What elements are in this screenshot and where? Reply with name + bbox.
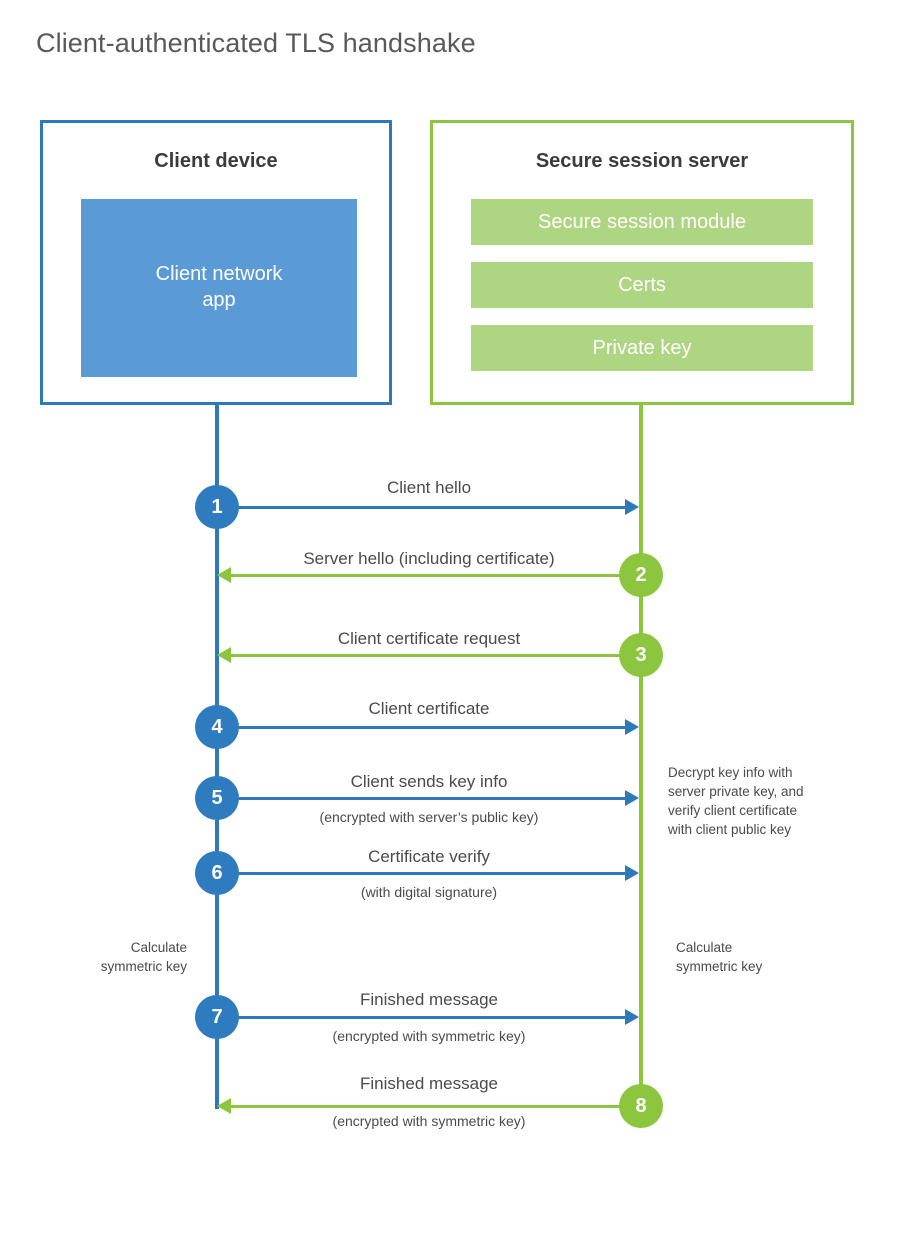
- arrow-head-left-icon: [217, 567, 231, 583]
- message-line-8: [231, 1105, 641, 1108]
- server-component-private-key: Private key: [471, 325, 813, 371]
- message-line-3: [231, 654, 641, 657]
- note-client-calculate-symmetric-key: Calculate symmetric key: [100, 940, 187, 975]
- message-label-6: Certificate verify: [368, 847, 490, 866]
- client-device-box: Client device Client network app: [40, 120, 392, 405]
- message-line-2: [231, 574, 641, 577]
- step-circle-8: 8: [619, 1084, 663, 1128]
- arrow-head-right-icon: [625, 1009, 639, 1025]
- arrow-head-right-icon: [625, 790, 639, 806]
- arrow-head-left-icon: [217, 647, 231, 663]
- message-line-5: [217, 797, 627, 800]
- message-label-1: Client hello: [386, 478, 472, 497]
- step-circle-3: 3: [619, 633, 663, 677]
- arrow-head-right-icon: [625, 499, 639, 515]
- arrow-head-right-icon: [625, 719, 639, 735]
- message-label-2: Server hello (including certificate): [303, 549, 555, 568]
- note-server-calculate-symmetric-key: Calculate symmetric key: [676, 940, 763, 975]
- message-line-7: [217, 1016, 627, 1019]
- step-circle-7: 7: [195, 995, 239, 1039]
- step-circle-4: 4: [195, 705, 239, 749]
- message-label-5: Client sends key info: [350, 772, 508, 791]
- client-device-title: Client device: [154, 150, 278, 172]
- arrow-head-left-icon: [217, 1098, 231, 1114]
- note-server-decrypt: Decrypt key info with server private key…: [668, 765, 804, 838]
- secure-session-server-box: Secure session server Secure session mod…: [430, 120, 854, 405]
- arrow-head-right-icon: [625, 865, 639, 881]
- step-circle-2: 2: [619, 553, 663, 597]
- message-label-3: Client certificate request: [337, 629, 521, 648]
- page-title: Client-authenticated TLS handshake: [36, 28, 476, 58]
- message-sublabel-7: (encrypted with symmetric key): [332, 1028, 526, 1044]
- message-line-6: [217, 872, 627, 875]
- message-label-7: Finished message: [360, 990, 498, 1009]
- message-label-8: Finished message: [360, 1074, 498, 1093]
- server-component-secure-session-module: Secure session module: [471, 199, 813, 245]
- message-line-1: [217, 506, 627, 509]
- secure-session-server-title: Secure session server: [535, 150, 749, 172]
- message-sublabel-6: (with digital signature): [360, 884, 498, 900]
- server-component-certs: Certs: [471, 262, 813, 308]
- step-circle-1: 1: [195, 485, 239, 529]
- step-circle-6: 6: [195, 851, 239, 895]
- server-lifeline: [639, 404, 643, 1107]
- message-label-4: Client certificate: [368, 699, 490, 718]
- step-circle-5: 5: [195, 776, 239, 820]
- message-sublabel-8: (encrypted with symmetric key): [332, 1113, 526, 1129]
- client-network-app-block: Client network app: [81, 199, 357, 377]
- client-lifeline: [215, 404, 219, 1109]
- message-sublabel-5: (encrypted with server’s public key): [319, 809, 539, 825]
- message-line-4: [217, 726, 627, 729]
